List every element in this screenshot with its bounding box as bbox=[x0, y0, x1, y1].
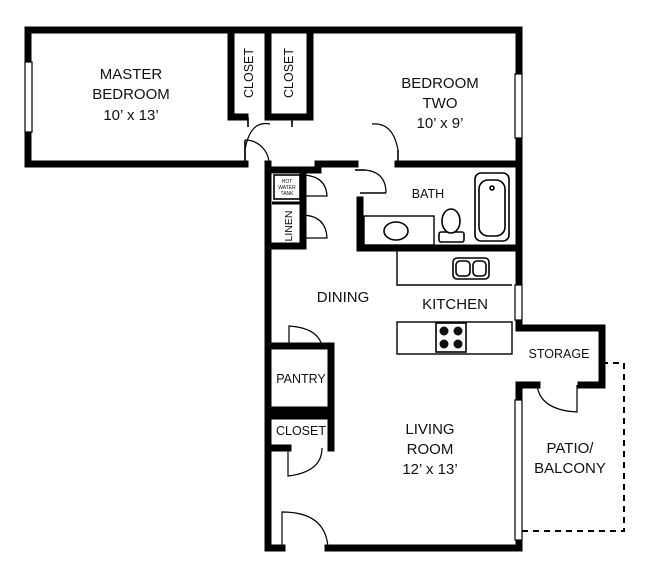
master-bedroom-dims: 10’ x 13’ bbox=[103, 107, 158, 124]
hot-water-tank-label-line2: WATER bbox=[278, 185, 296, 191]
wall-closet-hall bbox=[264, 412, 335, 452]
patio-outline bbox=[522, 362, 625, 532]
window-kitchen-east bbox=[514, 284, 523, 321]
wall-bath-west bbox=[356, 160, 523, 252]
bath-sink bbox=[383, 221, 409, 241]
door-entry bbox=[281, 511, 329, 549]
living-room-label-line2: ROOM bbox=[407, 441, 454, 458]
kitchen-counter-bottom bbox=[396, 321, 513, 355]
bedroom-two-label-line2: TWO bbox=[423, 95, 458, 112]
window-master-west bbox=[24, 61, 33, 133]
wall-closet-two bbox=[289, 26, 314, 121]
door-master-bedroom bbox=[244, 139, 270, 165]
master-bedroom-label-line1: MASTER bbox=[100, 66, 163, 83]
hot-water-tank-label-line1: HOT bbox=[282, 179, 293, 185]
stove-burner-4 bbox=[453, 339, 463, 349]
wall-hall-west bbox=[264, 160, 286, 552]
door-hot-water-tank bbox=[302, 174, 328, 197]
door-linen bbox=[302, 214, 328, 239]
patio-label-line1: PATIO/ bbox=[547, 440, 595, 457]
master-bedroom-label-line2: BEDROOM bbox=[92, 86, 170, 103]
bath-label: BATH bbox=[412, 187, 444, 201]
bathtub-basin bbox=[478, 179, 506, 237]
bedroom-two-dims: 10’ x 9’ bbox=[417, 115, 464, 132]
stove-burner-2 bbox=[453, 326, 463, 336]
door-master-swing bbox=[244, 122, 271, 151]
wall-hw-tank bbox=[264, 160, 322, 174]
door-bath bbox=[355, 169, 387, 194]
door-pantry bbox=[288, 325, 323, 347]
stove-burner-3 bbox=[439, 339, 449, 349]
hot-water-tank-box bbox=[273, 174, 301, 200]
kitchen-sink-right-basin bbox=[472, 260, 487, 277]
door-storage bbox=[536, 384, 578, 413]
labels: MASTER BEDROOM 10’ x 13’ BEDROOM TWO 10’… bbox=[92, 48, 606, 478]
wall-closet-master bbox=[227, 26, 249, 121]
dining-label: DINING bbox=[317, 289, 370, 306]
bathtub-drain bbox=[489, 185, 495, 191]
kitchen-sink-left-basin bbox=[455, 260, 471, 277]
doors bbox=[244, 117, 578, 549]
living-room-dims: 12’ x 13’ bbox=[402, 461, 457, 478]
closet-two-label: CLOSET bbox=[282, 48, 296, 98]
door-closet-hall bbox=[287, 447, 323, 477]
living-room-label-line1: LIVING bbox=[405, 421, 454, 438]
windows bbox=[24, 61, 523, 541]
linen-label: LINEN bbox=[283, 211, 295, 242]
wall-pantry bbox=[264, 342, 335, 414]
fixtures bbox=[273, 172, 513, 355]
closet-master-label: CLOSET bbox=[242, 48, 256, 98]
pantry-label: PANTRY bbox=[276, 372, 326, 386]
storage-label: STORAGE bbox=[529, 347, 590, 361]
stove-burner-1 bbox=[439, 326, 449, 336]
window-living-east bbox=[514, 399, 523, 541]
stove bbox=[435, 322, 467, 353]
kitchen-label: KITCHEN bbox=[422, 296, 488, 313]
window-bedroom-two-east bbox=[514, 73, 523, 139]
kitchen-counter-top bbox=[396, 248, 512, 286]
closet-hall-label: CLOSET bbox=[276, 424, 326, 438]
wall-storage bbox=[515, 324, 606, 389]
hot-water-tank-label-line3: TANK bbox=[281, 191, 295, 197]
vanity-counter bbox=[363, 215, 435, 246]
bedroom-two-label-line1: BEDROOM bbox=[401, 75, 479, 92]
toilet-bowl bbox=[441, 208, 461, 234]
patio-label-line2: BALCONY bbox=[534, 460, 606, 477]
door-bedroom-two bbox=[371, 123, 399, 164]
